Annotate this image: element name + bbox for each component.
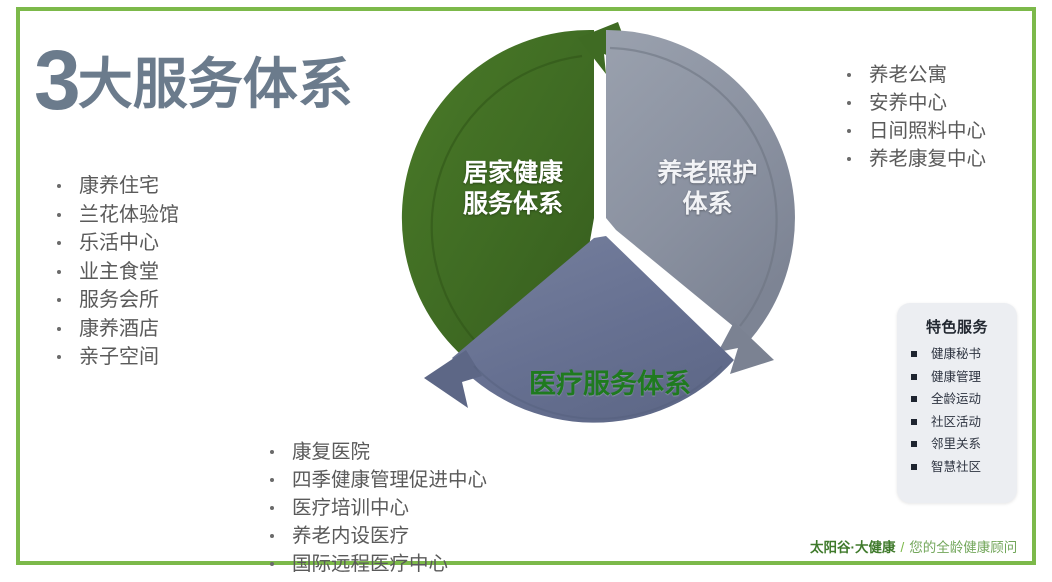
special-services-title: 特色服务 [925,319,988,336]
footer-separator: / [900,540,905,555]
list-item: 业主食堂 [53,258,179,287]
bullet-dot-icon [270,506,274,510]
bullet-dot-icon [847,73,851,77]
home-services-list: 康养住宅 兰花体验馆 乐活中心 业主食堂 服务会所 康养酒店 亲子空间 [53,172,179,372]
list-item-label: 养老内设医疗 [292,525,410,547]
bullet-square-icon [911,351,917,358]
list-item-label: 康养住宅 [79,175,159,197]
bullet-square-icon [911,441,917,448]
list-item-label: 邻里关系 [931,437,982,451]
bullet-dot-icon [270,534,274,538]
list-item: 养老康复中心 [843,145,986,173]
special-services-card: 特色服务 健康秘书 健康管理 全龄运动 社区活动 邻里关系 智慧社区 [897,303,1017,503]
list-item: 医疗培训中心 [266,494,487,522]
footer-tagline: 您的全龄健康顾问 [909,540,1018,555]
cycle-segment-medical [424,236,734,423]
list-item-label: 康养酒店 [79,317,159,340]
bullet-dot-icon [57,326,61,331]
title-text: 大服务体系 [77,53,353,115]
list-item: 乐活中心 [53,229,179,258]
footer-brand: 太阳谷·大健康 [810,540,896,555]
list-item: 四季健康管理促进中心 [266,466,487,494]
bullet-dot-icon [847,101,851,105]
list-item: 养老内设医疗 [266,522,487,550]
list-item-label: 养老公寓 [869,64,948,86]
bullet-dot-icon [847,157,851,161]
list-item: 邻里关系 [909,433,1017,456]
list-item-label: 智慧社区 [931,459,982,474]
list-item-label: 康复医院 [292,441,371,463]
special-services-list: 健康秘书 健康管理 全龄运动 社区活动 邻里关系 智慧社区 [897,343,1017,478]
list-item-label: 社区活动 [931,414,982,429]
list-item-label: 安养中心 [869,92,948,114]
medical-services-list: 康复医院 四季健康管理促进中心 医疗培训中心 养老内设医疗 国际远程医疗中心 [266,438,487,578]
list-item: 服务会所 [53,286,179,315]
list-item: 养老公寓 [843,61,986,89]
bullet-dot-icon [57,298,61,303]
bullet-square-icon [911,373,917,380]
bullet-square-icon [911,396,917,403]
list-item: 兰花体验馆 [53,201,179,230]
list-item-label: 服务会所 [79,289,159,311]
bullet-dot-icon [270,478,274,482]
bullet-dot-icon [270,562,274,566]
list-item-label: 养老康复中心 [869,148,987,170]
list-item: 日间照料中心 [843,117,986,145]
bullet-dot-icon [57,212,61,217]
list-item-label: 健康管理 [931,369,982,384]
list-item-label: 全龄运动 [931,392,982,406]
elder-care-list: 养老公寓 安养中心 日间照料中心 养老康复中心 [843,61,986,173]
bullet-dot-icon [57,269,61,274]
footer-branding: 太阳谷·大健康 / 您的全龄健康顾问 [810,536,1017,556]
list-item-label: 医疗培训中心 [292,497,410,519]
list-item-label: 业主食堂 [79,260,159,283]
list-item-label: 国际远程医疗中心 [292,553,449,575]
bullet-dot-icon [57,241,61,246]
bullet-dot-icon [847,129,851,133]
list-item-label: 日间照料中心 [869,120,987,142]
list-item: 社区活动 [909,411,1017,434]
list-item-label: 健康秘书 [931,347,982,361]
list-item: 康养酒店 [53,315,179,344]
list-item: 康复医院 [266,438,487,466]
list-item: 亲子空间 [53,343,179,372]
list-item-label: 兰花体验馆 [79,203,179,226]
list-item-label: 亲子空间 [79,346,159,368]
list-item-label: 四季健康管理促进中心 [292,469,488,491]
bullet-dot-icon [57,355,61,360]
page-title: 3大服务体系 [34,38,353,122]
list-item: 康养住宅 [53,172,179,201]
list-item-label: 乐活中心 [79,232,159,254]
three-segment-cycle-diagram [382,22,832,442]
list-item: 全龄运动 [909,388,1017,411]
bullet-dot-icon [57,184,61,189]
bullet-square-icon [911,418,917,425]
title-number: 3 [34,33,81,127]
cycle-segment-elder [606,29,795,374]
bullet-dot-icon [270,450,274,454]
list-item: 健康秘书 [909,343,1017,366]
bullet-square-icon [911,463,917,470]
list-item: 智慧社区 [909,456,1017,479]
list-item: 安养中心 [843,89,986,117]
list-item: 国际远程医疗中心 [266,550,487,578]
list-item: 健康管理 [909,366,1017,389]
